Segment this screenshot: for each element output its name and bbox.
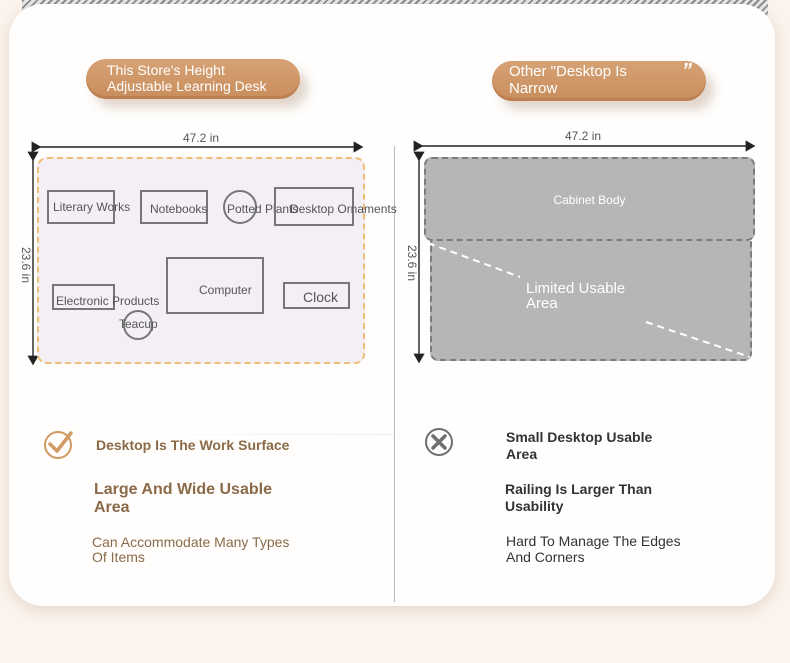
computer-box: Computer: [166, 257, 264, 314]
limited-usable-area-label: Limited Usable Area: [526, 280, 626, 312]
left-feature-3: Can Accommodate Many Types Of Items: [92, 534, 290, 565]
left-height-label: 23.6 in: [19, 246, 34, 284]
right-feature-1: Small Desktop Usable Area: [506, 429, 653, 462]
cabinet-body: Cabinet Body: [424, 157, 755, 241]
teacup-circle: Teacup: [119, 310, 158, 340]
right-width-label: 47.2 in: [565, 129, 602, 143]
narrow-desk: Cabinet Body Limited Usable Area: [424, 157, 755, 362]
desktop-ornaments-box: Desktop Ornaments: [274, 187, 397, 226]
column-divider: [394, 146, 395, 602]
right-height-label: 23.6 in: [405, 244, 420, 282]
other-desk-pill-text: Other "Desktop Is Narrow: [509, 63, 627, 97]
limited-usable-area: Limited Usable Area: [430, 241, 752, 361]
desktop-ornaments-label: Desktop Ornaments: [290, 202, 397, 216]
literary-works-box: Literary Works: [47, 190, 130, 224]
notebooks-label: Notebooks: [150, 202, 208, 216]
notebooks-box: Notebooks: [140, 190, 208, 224]
check-circle-icon: [44, 431, 73, 459]
usable-area-diagonal: [427, 242, 751, 358]
electronic-products-box: Electronic Products: [52, 284, 159, 310]
quote-mark-icon: ”: [682, 60, 692, 82]
computer-label: Computer: [199, 283, 252, 297]
potted-plants-label: Potted Plants: [227, 202, 299, 216]
left-feature-2: Large And Wide Usable Area: [94, 481, 272, 516]
clock-label: Clock: [303, 289, 339, 305]
right-feature-2: Railing Is Larger Than Usability: [505, 481, 653, 514]
feature-separator: [90, 434, 394, 435]
x-circle-icon: [425, 428, 453, 456]
teacup-label: Teacup: [119, 317, 158, 331]
cabinet-body-label: Cabinet Body: [553, 193, 626, 207]
electronic-products-label: Electronic Products: [56, 294, 160, 308]
right-feature-3: Hard To Manage The Edges And Corners: [506, 533, 681, 565]
left-width-label: 47.2 in: [183, 131, 220, 145]
store-desk-pill: This Store's Height Adjustable Learning …: [86, 59, 300, 99]
left-feature-1: Desktop Is The Work Surface: [96, 437, 290, 453]
literary-works-label: Literary Works: [53, 200, 131, 214]
potted-plants-circle: Potted Plants: [223, 190, 298, 224]
store-desk-pill-text: This Store's Height Adjustable Learning …: [107, 62, 267, 94]
other-desk-pill: Other "Desktop Is Narrow ”: [492, 61, 706, 101]
clock-box: Clock: [283, 282, 350, 309]
